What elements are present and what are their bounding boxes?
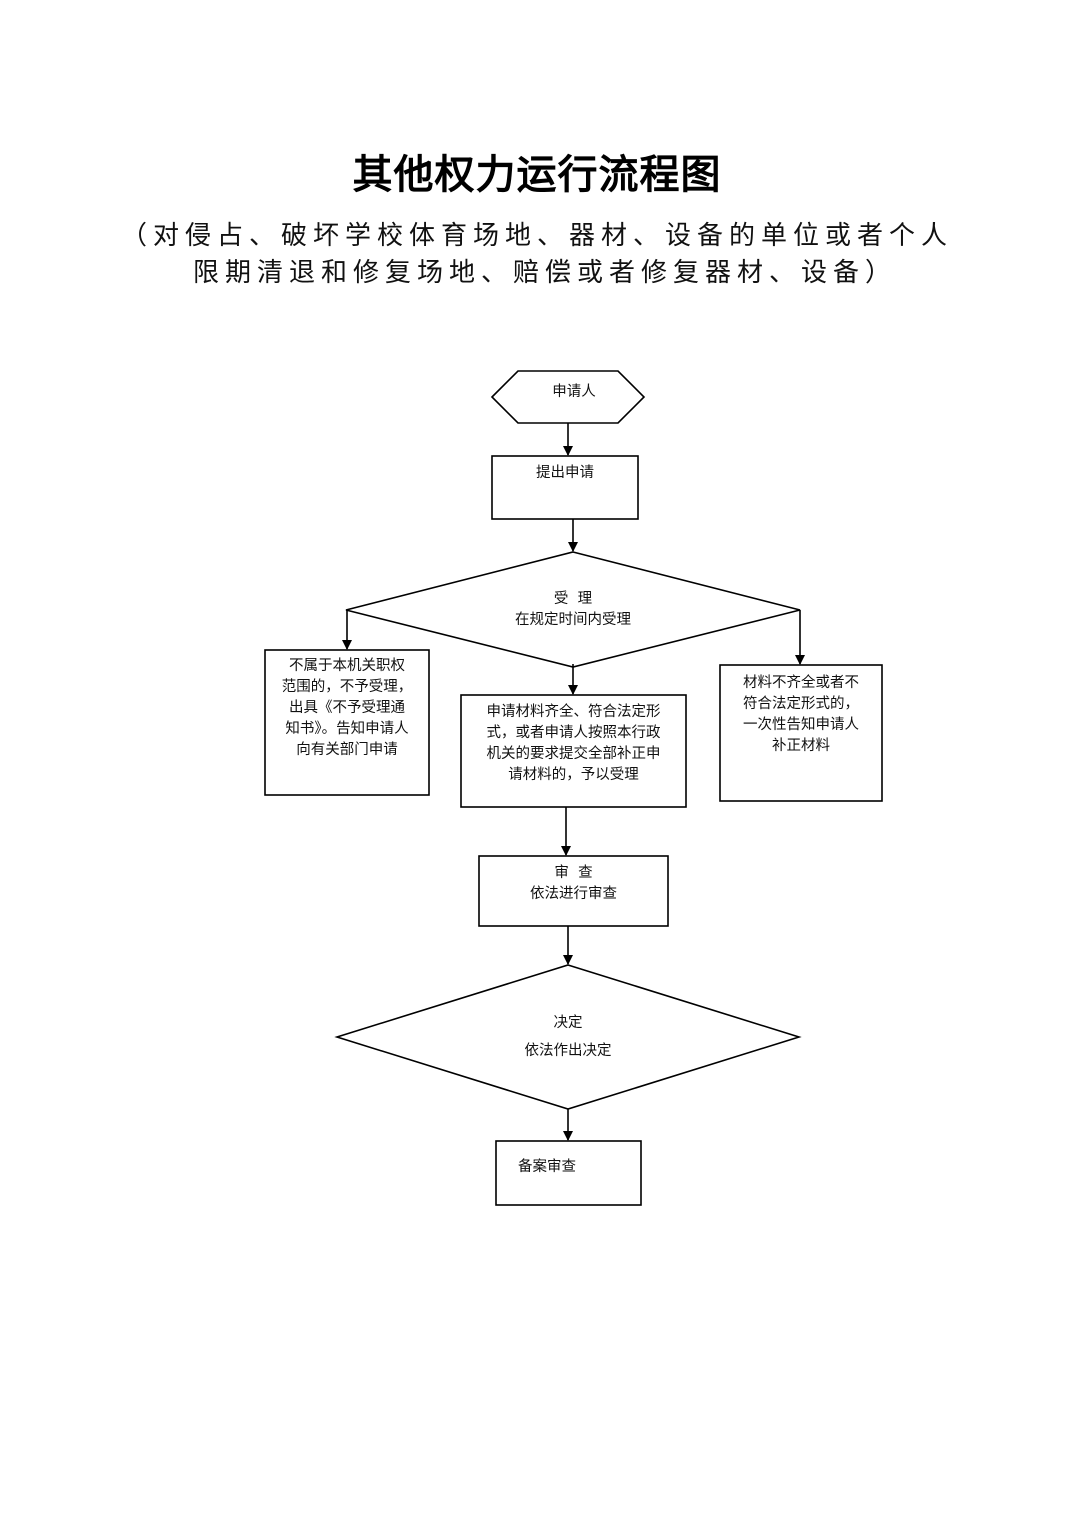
decision-diamond bbox=[334, 964, 802, 1110]
reject-line: 知书》。告知申请人 bbox=[285, 721, 409, 737]
reject-box bbox=[264, 649, 430, 796]
accept-line: 申请材料齐全、符合法定形 bbox=[486, 704, 661, 720]
reject-box-text: 不属于本机关职权 范围的，不予受理， 出具《不予受理通 知书》。告知申请人 向有… bbox=[265, 656, 429, 761]
reject-line: 不属于本机关职权 bbox=[289, 658, 405, 674]
reject-line: 出具《不予受理通 bbox=[289, 700, 405, 716]
accept-line: 机关的要求提交全部补正申 bbox=[486, 746, 661, 762]
supplement-line: 补正材料 bbox=[772, 738, 830, 754]
decision-title: 决定 bbox=[553, 1015, 583, 1031]
reject-line: 范围的，不予受理， bbox=[281, 679, 413, 695]
supplement-line: 一次性告知申请人 bbox=[743, 717, 859, 733]
accept-box bbox=[460, 694, 687, 808]
submit-box bbox=[491, 455, 639, 520]
subtitle-line-2: 限期清退和修复场地、赔偿或者修复器材、设备） bbox=[192, 258, 897, 288]
accept-line: 请材料的，予以受理 bbox=[508, 767, 639, 783]
supplement-box-text: 材料不齐全或者不 符合法定形式的， 一次性告知申请人 补正材料 bbox=[720, 673, 882, 757]
subtitle-line-1: （对侵占、破坏学校体育场地、器材、设备的单位或者个人 bbox=[120, 221, 953, 251]
filing-box bbox=[495, 1140, 642, 1206]
accept-decision-detail: 在规定时间内受理 bbox=[515, 612, 631, 628]
supplement-line: 材料不齐全或者不 bbox=[743, 675, 859, 691]
review-detail: 依法进行审查 bbox=[530, 886, 617, 902]
supplement-line: 符合法定形式的， bbox=[743, 696, 859, 712]
reject-line: 向有关部门申请 bbox=[296, 742, 398, 758]
review-box bbox=[478, 855, 669, 927]
decision-detail: 依法作出决定 bbox=[524, 1043, 612, 1059]
accept-line: 式，或者申请人按照本行政 bbox=[486, 725, 661, 741]
applicant-label: 申请人 bbox=[552, 384, 596, 400]
page-title: 其他权力运行流程图 bbox=[352, 151, 722, 198]
accept-decision-title: 受 理 bbox=[553, 591, 593, 607]
filing-label: 备案审查 bbox=[518, 1159, 576, 1175]
accept-box-text: 申请材料齐全、符合法定形 式，或者申请人按照本行政 机关的要求提交全部补正申 请… bbox=[461, 702, 686, 786]
submit-label: 提出申请 bbox=[536, 465, 594, 481]
supplement-box bbox=[719, 664, 883, 802]
review-title: 审 查 bbox=[554, 865, 593, 881]
applicant-hexagon bbox=[490, 370, 646, 424]
